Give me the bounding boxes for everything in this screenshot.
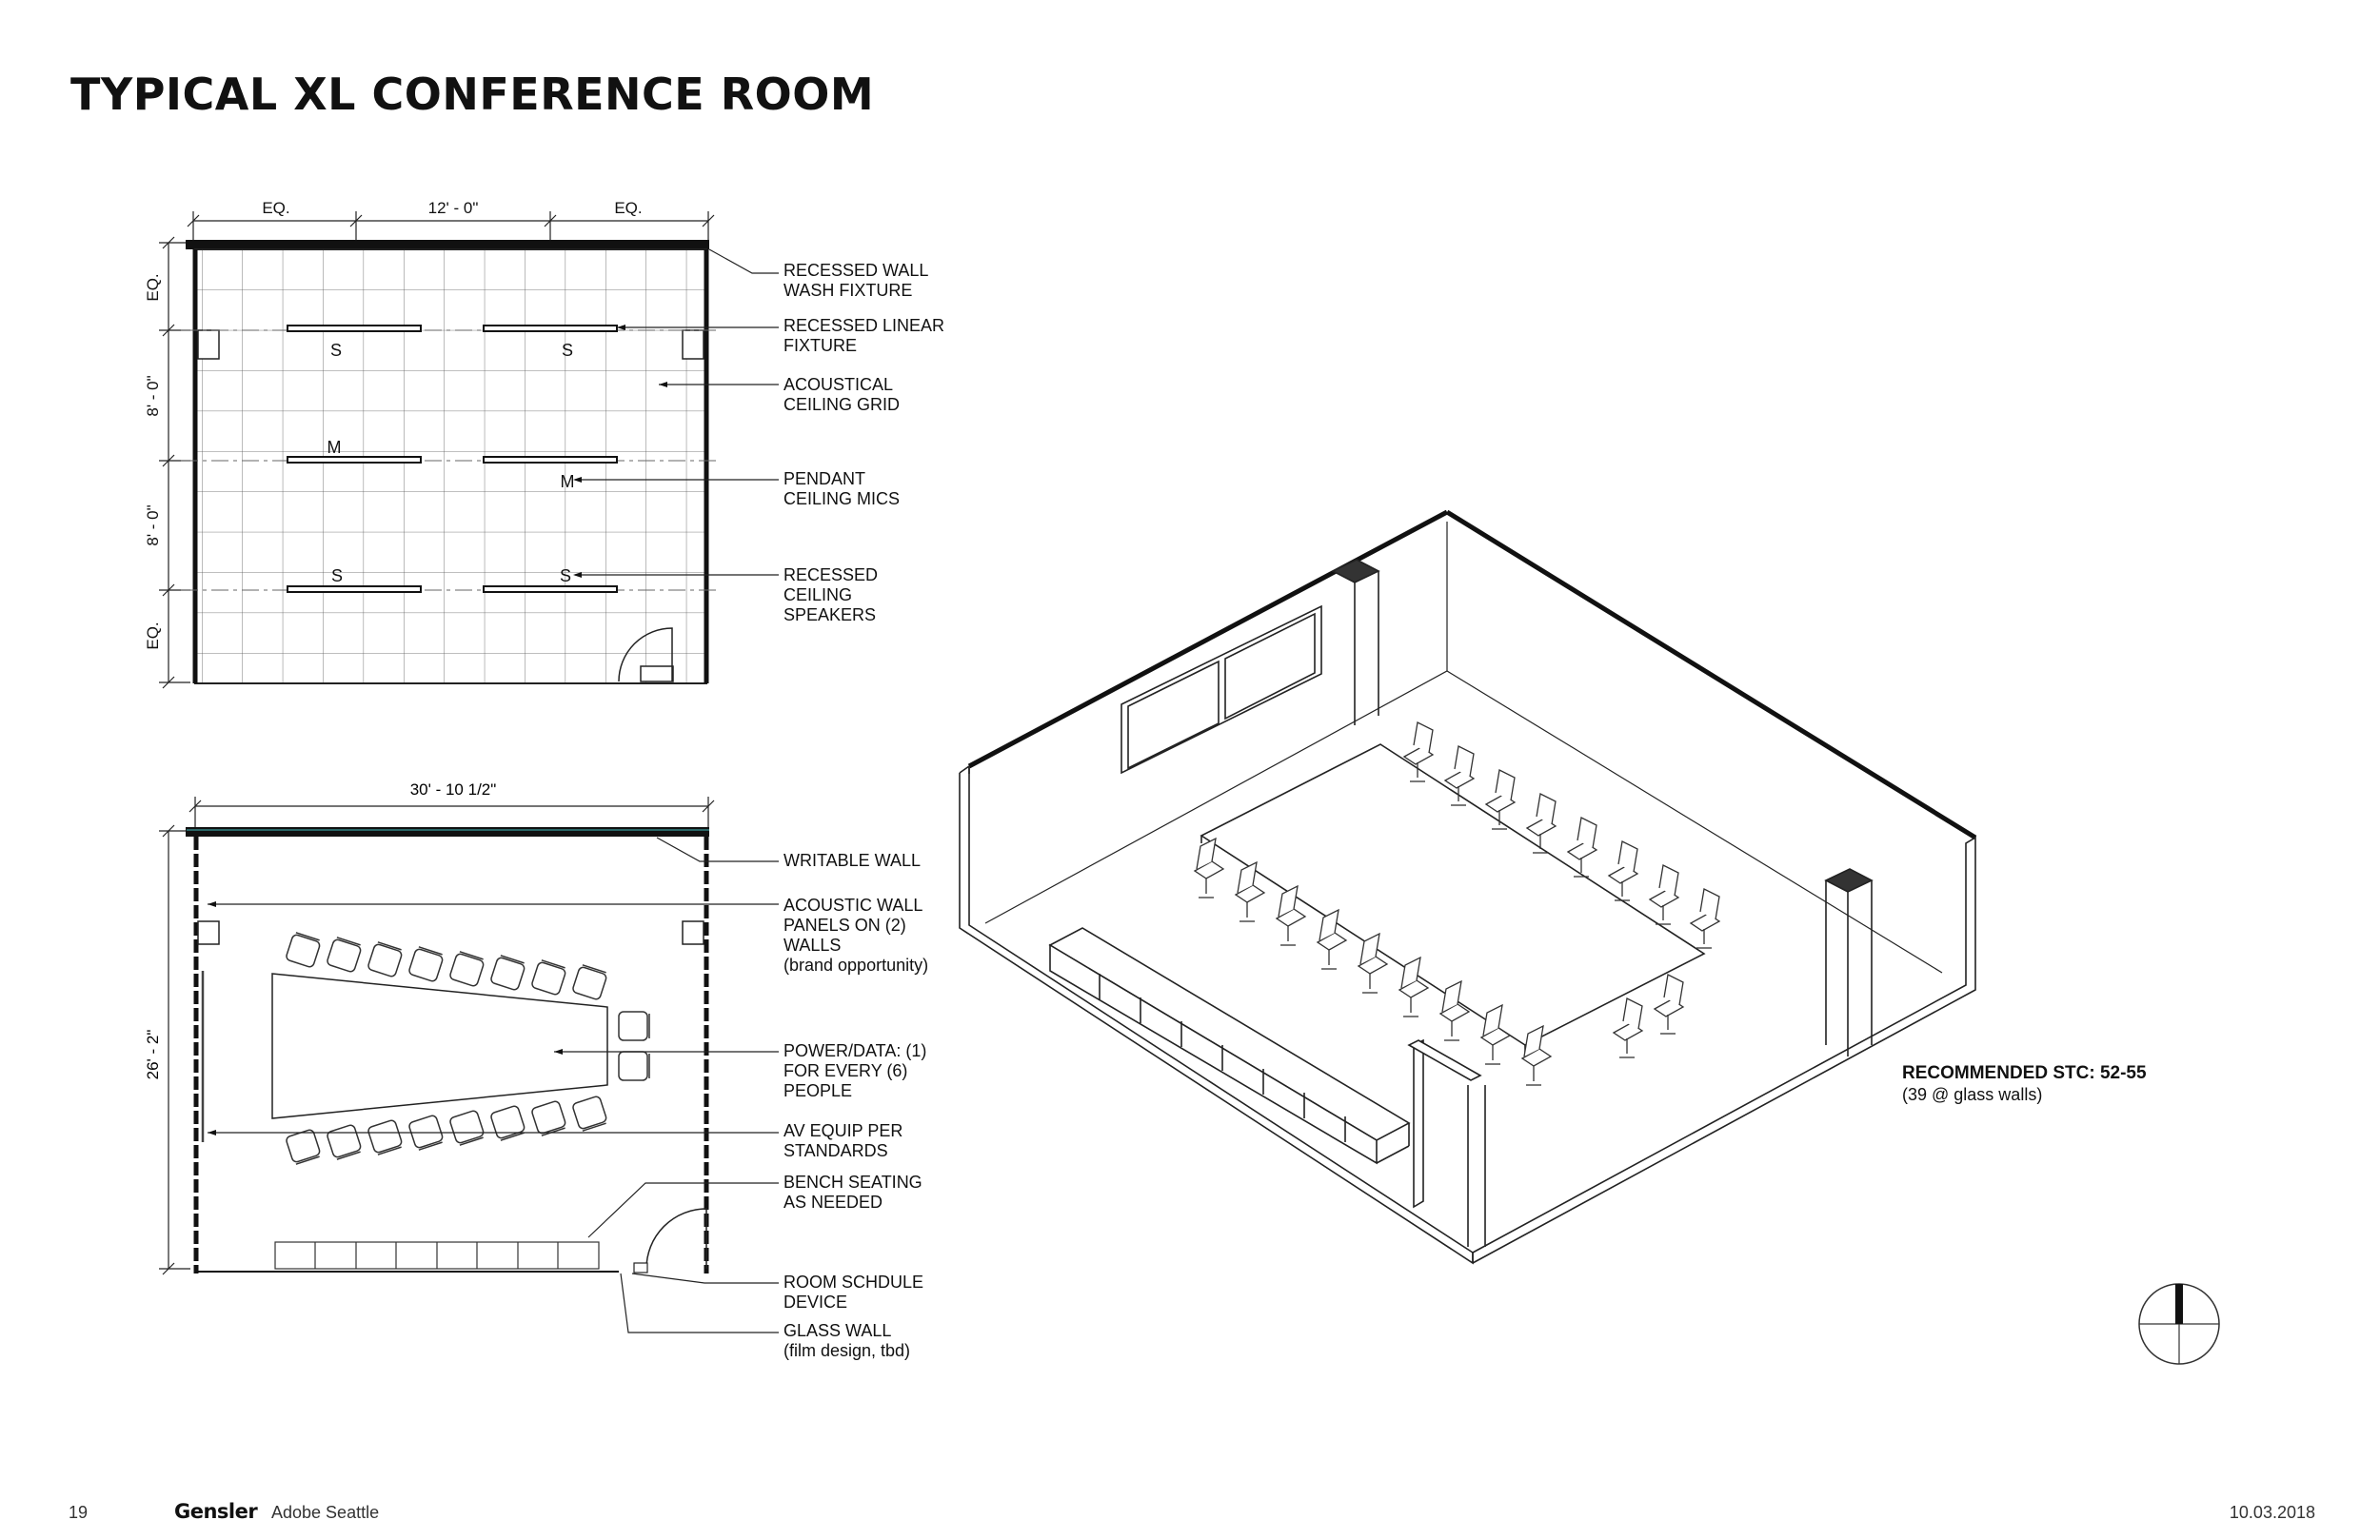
fixture-mark: M [327,438,342,457]
page-title: TYPICAL XL CONFERENCE ROOM [70,69,875,120]
callout-bench-seating: BENCH SEATING AS NEEDED [783,1173,927,1212]
document-date: 10.03.2018 [2229,1503,2315,1522]
fixture-mark: S [330,341,342,360]
callout-acoustic-panels: ACOUSTIC WALL PANELS ON (2) WALLS (brand… [783,896,928,975]
dimension-label: 8' - 0" [144,375,162,416]
fixture-mark: S [562,341,573,360]
callout-writable-wall: WRITABLE WALL [783,851,921,870]
callout-ceiling-mics: PENDANT CEILING MICS [783,469,900,508]
callout-ceiling-grid: ACOUSTICAL CEILING GRID [783,375,900,414]
stc-note: (39 @ glass walls) [1902,1085,2042,1104]
fixture-mark: M [561,472,575,491]
callout-ceiling-speakers: RECESSED CEILING SPEAKERS [783,565,883,624]
page-number: 19 [69,1503,89,1522]
callout-glass-wall: GLASS WALL (film design, tbd) [783,1321,910,1360]
callout-power-data: POWER/DATA: (1) FOR EVERY (6) PEOPLE [783,1041,931,1100]
stc-heading: RECOMMENDED STC: 52-55 [1902,1063,2147,1083]
fixture-mark: S [560,566,571,585]
dimension-label: EQ. [262,199,289,217]
dimension-label: 8' - 0" [144,504,162,545]
dimension-label: EQ. [144,622,162,649]
dimension-label: EQ. [614,199,642,217]
callout-wall-wash: RECESSED WALL WASH FIXTURE [783,261,933,300]
project-name: Adobe Seattle [271,1503,380,1522]
dimension-label: EQ. [144,273,162,301]
brand-logo: Gensler [174,1500,258,1523]
fixture-mark: S [331,566,343,585]
reflected-ceiling-plan: S S M M S S EQ. 12' - 0" EQ. EQ. 8' - 0"… [144,199,949,689]
callout-linear-fixture: RECESSED LINEAR FIXTURE [783,316,949,355]
dimension-width: 30' - 10 1/2" [410,780,497,799]
dimension-label: 12' - 0" [428,199,479,217]
callout-room-schedule-device: ROOM SCHDULE DEVICE [783,1273,928,1312]
furniture-floor-plan: 30' - 10 1/2" 26' - 2" [144,780,931,1360]
callout-av-equipment: AV EQUIP PER STANDARDS [783,1121,907,1160]
axonometric-chairs [1193,721,1721,1086]
dimension-depth: 26' - 2" [144,1030,162,1080]
north-arrow-icon [2138,1283,2220,1365]
axonometric-view [959,509,1977,1265]
